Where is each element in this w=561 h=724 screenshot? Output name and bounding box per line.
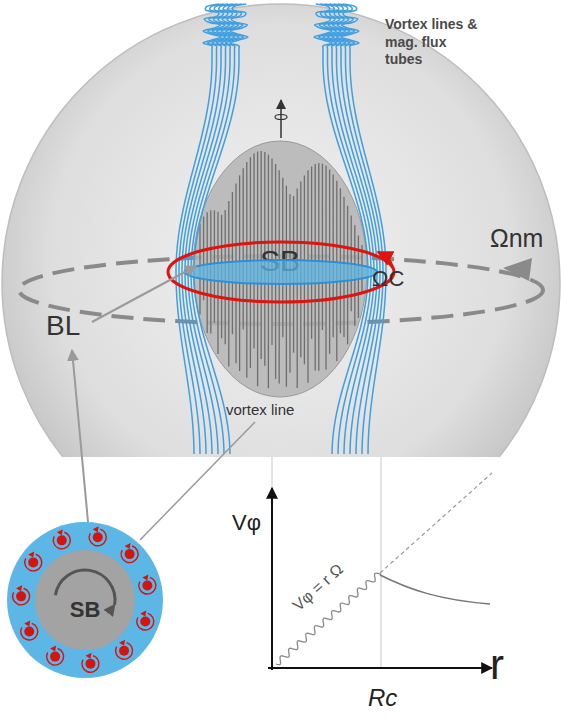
vortex-line (279, 170, 280, 383)
y-axis (271, 488, 273, 670)
vortex-line (207, 212, 208, 333)
vortex-symbol (137, 611, 154, 631)
diagram-label: Ωnm (490, 226, 543, 251)
flux-tube-line (185, 4, 234, 454)
vortex-symbol (89, 526, 106, 546)
velocity-profile-outer (380, 575, 490, 604)
vortex-line (315, 164, 316, 370)
vortex-line (297, 189, 298, 389)
diagram-label: vortex line (226, 402, 294, 417)
vortex-line (225, 210, 226, 344)
vortex-line (358, 235, 359, 318)
vortex-line (286, 186, 287, 387)
diagram-label: ΩC (372, 268, 404, 290)
vortex-symbol (82, 653, 99, 673)
diagram-label: Rc (368, 686, 397, 710)
vortex-symbol (21, 620, 38, 640)
flux-tube-line (179, 4, 225, 454)
flux-tube-line (194, 4, 248, 454)
vortex-line (199, 224, 200, 314)
core-rotation-arrow (378, 252, 392, 266)
vortex-line (333, 174, 334, 337)
axis-spin-symbol (275, 115, 287, 120)
flux-tube-line (188, 4, 239, 454)
node-label: SB (192, 246, 368, 276)
vortex-symbol (53, 529, 70, 549)
leader-line (72, 350, 88, 522)
guide-line (272, 457, 273, 668)
flux-tube-line (314, 4, 368, 454)
vortex-line (203, 217, 204, 301)
vortex-line (243, 168, 244, 329)
vortex-line (300, 182, 301, 358)
vortex-line (210, 210, 211, 333)
core-rotation-ellipse (168, 242, 394, 302)
node-label: SB (6, 599, 164, 621)
vortex-line (214, 210, 215, 323)
vortex-line (336, 181, 337, 361)
diagram-label: Vφ = r Ω (290, 561, 346, 614)
bubble-cross-section: SB (6, 521, 164, 679)
vortex-line (322, 164, 323, 330)
flux-tube-line (182, 4, 230, 454)
vortex-line (235, 183, 236, 363)
flux-tube-line (332, 4, 380, 454)
vortex-line (257, 152, 258, 387)
vortex-symbol (121, 543, 138, 563)
vortex-line (325, 166, 326, 370)
vortex-line (304, 175, 305, 364)
vortex-line (347, 206, 348, 345)
flux-tube-line (341, 4, 386, 454)
boundary-layer-ring (7, 522, 163, 678)
vortex-line (343, 197, 344, 337)
vortex-line (289, 194, 290, 372)
vortex-line (351, 215, 352, 311)
bubble-ellipse (193, 141, 367, 397)
vortex-line (246, 162, 247, 378)
diagram-label: BL (46, 312, 80, 340)
vortex-line (311, 167, 312, 339)
flux-tube-line (319, 4, 371, 454)
vortex-symbol (13, 585, 30, 605)
flux-tube-line (191, 4, 243, 454)
vortex-symbol (116, 640, 133, 660)
leader-line (92, 266, 196, 322)
flux-tube-line (176, 4, 221, 454)
vortex-symbol (25, 551, 42, 571)
boundary-layer-band (185, 260, 377, 284)
superconducting-bubble: SB (192, 140, 368, 398)
diagram-label: Vφ (232, 512, 261, 534)
rotation-arrowhead (503, 258, 532, 281)
vortex-line (329, 169, 330, 353)
guide-line (381, 457, 382, 668)
vortex-line (228, 201, 229, 367)
rigid-rotation-extension (380, 473, 492, 573)
x-axis (268, 667, 492, 669)
vortex-line (232, 192, 233, 334)
vortex-line (239, 175, 240, 371)
vortex-line (253, 154, 254, 349)
vortex-line (361, 245, 362, 293)
vortex-symbol (139, 575, 156, 595)
diagram-label: r (490, 644, 504, 686)
neutron-star-sphere (2, 4, 560, 457)
flux-tube-line (323, 4, 374, 454)
flux-tube-line (328, 4, 377, 454)
vortex-line (340, 188, 341, 333)
diagram-label: Vortex lines & mag. flux tubes (385, 16, 485, 69)
vortex-line (221, 215, 222, 338)
vortex-line (318, 163, 319, 371)
vortex-line (250, 157, 251, 368)
rotation-axis (280, 100, 282, 138)
vortex-line (217, 212, 218, 354)
vortex-line (354, 225, 355, 326)
flux-tube-line (337, 4, 383, 454)
vortex-line (307, 170, 308, 382)
vortex-symbol (47, 646, 64, 666)
